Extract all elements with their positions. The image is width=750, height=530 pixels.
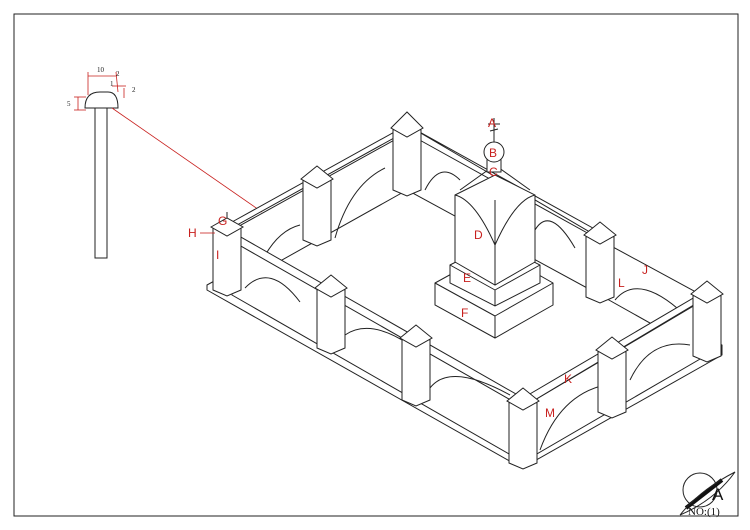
label-a: A [488,116,496,130]
post [399,324,433,407]
label-e: E [463,271,471,285]
post [506,387,540,470]
post [390,111,424,197]
label-b: B [489,146,497,160]
posts [209,111,724,470]
dim-height: 5 [67,100,71,108]
monument [434,118,554,339]
title-block: A NO:(1) [679,471,736,518]
post [583,221,617,304]
dim-cap-offset: 2 [116,70,120,78]
label-k: K [564,372,572,386]
post [690,280,724,363]
compass-circle [682,472,718,508]
label-i: I [216,248,219,262]
label-h: H [188,226,197,240]
post [595,336,629,419]
label-g: G [218,214,227,228]
north-arrow-icon [684,478,724,510]
label-c: C [489,165,498,179]
title-letter: A [712,485,724,504]
post [209,212,245,297]
label-d: D [474,228,483,242]
dim-lip: 2 [132,86,136,94]
post [314,274,348,355]
dim-step: 1 [110,80,114,88]
sheet-border [13,13,739,517]
dim-width: 10 [97,66,105,74]
part-labels: A B C D E F G H I J K L M [188,116,648,420]
label-f: F [461,306,468,320]
post [300,165,334,247]
sheet-number: NO:(1) [688,506,720,518]
label-l: L [618,276,625,290]
post-detail: 10 2 1 2 5 [67,66,263,259]
label-j: J [642,263,648,277]
label-m: M [545,406,555,420]
